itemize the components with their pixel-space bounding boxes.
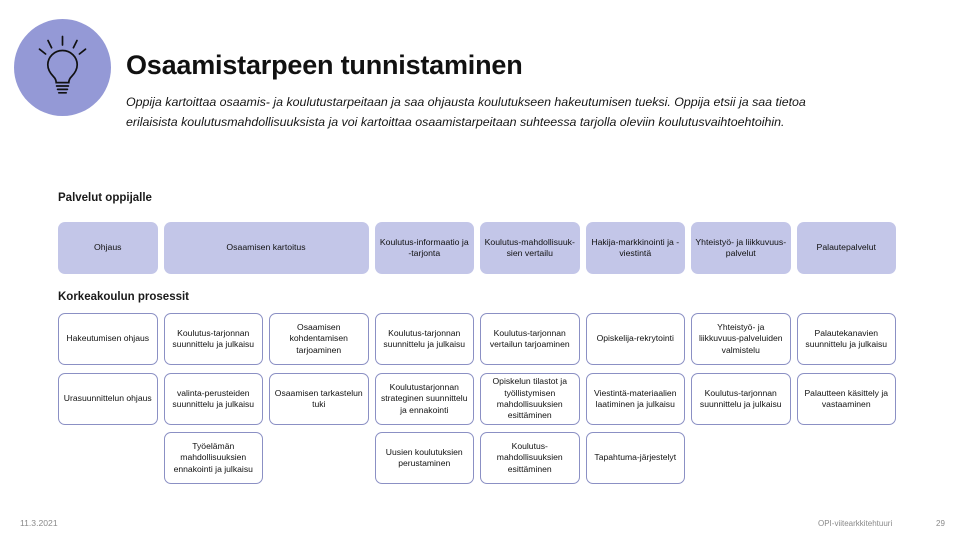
services-row: Ohjaus Osaamisen kartoitus Koulutus-info…	[58, 222, 896, 274]
lightbulb-icon-background	[14, 19, 111, 116]
process-box-r2c6[interactable]: Viestintä-materiaalien laatiminen ja jul…	[585, 373, 685, 425]
process-box-r1c2[interactable]: Koulutus-tarjonnan suunnittelu ja julkai…	[163, 313, 263, 365]
process-box-r1c3[interactable]: Osaamisen kohdentamisen tarjoaminen	[269, 313, 369, 365]
process-box-r2c7[interactable]: Koulutus-tarjonnan suunnittelu ja julkai…	[691, 373, 791, 425]
process-box-r1c8[interactable]: Palautekanavien suunnittelu ja julkaisu	[796, 313, 896, 365]
footer-date: 11.3.2021	[20, 518, 58, 528]
page-subtitle: Oppija kartoittaa osaamis- ja koulutusta…	[126, 95, 806, 129]
process-row3-spacer-c7	[691, 432, 791, 484]
service-box-koulutusinformaatio[interactable]: Koulutus-informaatio ja -tarjonta	[374, 222, 474, 274]
process-box-r1c5[interactable]: Koulutus-tarjonnan vertailun tarjoaminen	[480, 313, 580, 365]
service-box-hakijamarkkinointi[interactable]: Hakija-markkinointi ja -viestintä	[585, 222, 685, 274]
slide-header: Osaamistarpeen tunnistaminen Oppija kart…	[0, 0, 960, 180]
process-row-2: Urasuunnittelun ohjaus valinta-perusteid…	[58, 373, 896, 425]
page-title: Osaamistarpeen tunnistaminen	[126, 50, 523, 80]
process-box-r1c6[interactable]: Opiskelija-rekrytointi	[585, 313, 685, 365]
process-box-r3c5[interactable]: Koulutus-mahdollisuuksien esittäminen	[480, 432, 580, 484]
process-row-1: Hakeutumisen ohjaus Koulutus-tarjonnan s…	[58, 313, 896, 365]
process-box-r3c6[interactable]: Tapahtuma-järjestelyt	[585, 432, 685, 484]
process-box-r2c1[interactable]: Urasuunnittelun ohjaus	[58, 373, 158, 425]
process-box-r1c1[interactable]: Hakeutumisen ohjaus	[58, 313, 158, 365]
process-box-r1c4[interactable]: Koulutus-tarjonnan suunnittelu ja julkai…	[374, 313, 474, 365]
process-box-r1c7[interactable]: Yhteistyö- ja liikkuvuus-palveluiden val…	[691, 313, 791, 365]
process-box-r2c4[interactable]: Koulutustarjonnan strateginen suunnittel…	[374, 373, 474, 425]
process-row3-spacer-c1	[58, 432, 158, 484]
service-box-ohjaus[interactable]: Ohjaus	[58, 222, 158, 274]
process-row3-spacer-c3	[269, 432, 369, 484]
process-row3-spacer-c8	[797, 432, 897, 484]
process-box-r2c3[interactable]: Osaamisen tarkastelun tuki	[269, 373, 369, 425]
process-box-r2c8[interactable]: Palautteen käsittely ja vastaaminen	[796, 373, 896, 425]
process-row-3: Työelämän mahdollisuuksien ennakointi ja…	[58, 432, 896, 484]
service-box-yhteistyo-liikkuvuus[interactable]: Yhteistyö- ja liikkuvuus-palvelut	[691, 222, 791, 274]
process-box-r2c2[interactable]: valinta-perusteiden suunnittelu ja julka…	[163, 373, 263, 425]
service-box-palautepalvelut[interactable]: Palautepalvelut	[796, 222, 896, 274]
service-box-koulutusmahdollisuuksien-vertailu[interactable]: Koulutus-mahdollisuuk-sien vertailu	[480, 222, 580, 274]
process-box-r3c2[interactable]: Työelämän mahdollisuuksien ennakointi ja…	[163, 432, 263, 484]
service-box-osaamisen-kartoitus[interactable]: Osaamisen kartoitus	[163, 222, 369, 274]
processes-section-heading: Korkeakoulun prosessit	[58, 291, 190, 303]
lightbulb-icon	[38, 35, 87, 94]
process-box-r2c5[interactable]: Opiskelun tilastot ja työllistymisen mah…	[480, 373, 580, 425]
footer-page-number: 29	[936, 519, 945, 528]
process-box-r3c4[interactable]: Uusien koulutuksien perustaminen	[374, 432, 474, 484]
services-section-heading: Palvelut oppijalle	[58, 192, 152, 204]
footer-reference: OPI-viitearkkitehtuuri	[818, 519, 893, 528]
